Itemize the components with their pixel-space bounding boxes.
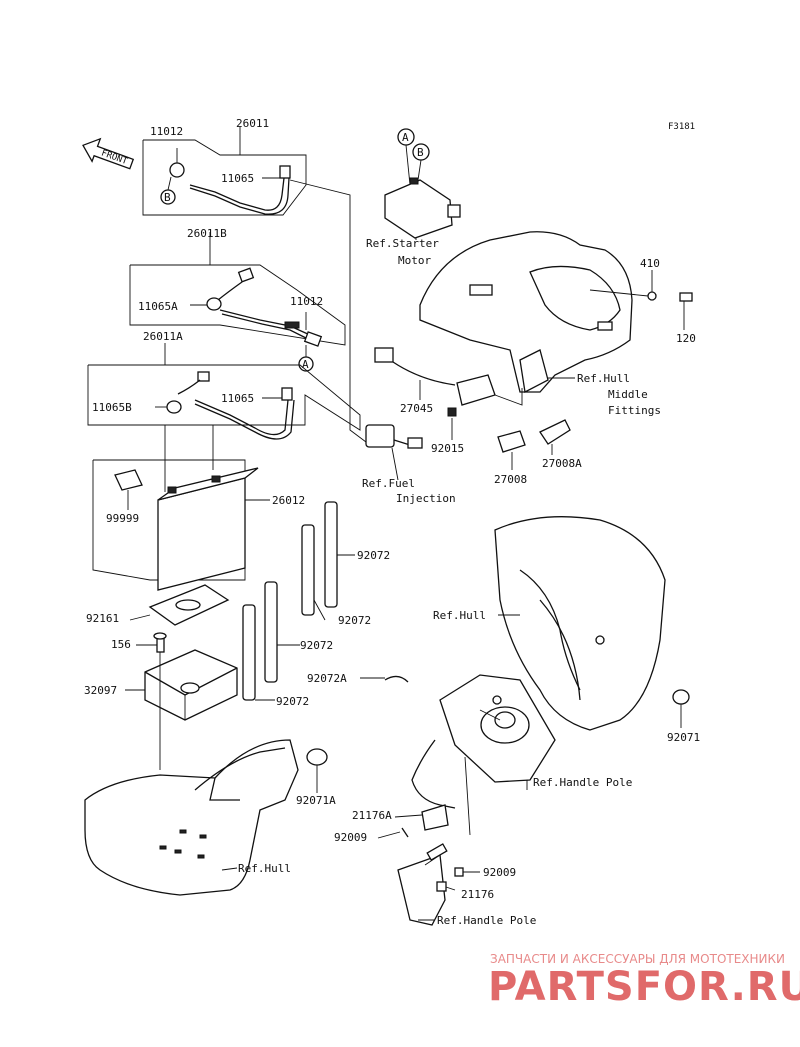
ref-starter-motor-1: Ref.Starter	[366, 237, 439, 250]
ref-fuel-injection-2: Injection	[396, 492, 456, 505]
label-27008: 27008	[494, 473, 527, 486]
label-92072-a: 92072	[357, 549, 390, 562]
starter-motor-group	[384, 128, 461, 240]
label-11065B: 11065B	[92, 401, 132, 414]
label-26011: 26011	[236, 117, 269, 130]
ref-handle-pole-1: Ref.Handle Pole	[533, 776, 632, 789]
label-26011A: 26011A	[143, 330, 183, 343]
label-92161: 92161	[86, 612, 119, 625]
label-11065-mid: 11065	[221, 392, 254, 405]
relays-group	[497, 419, 571, 470]
label-410: 410	[640, 257, 660, 270]
marker-b-top: B	[417, 146, 424, 159]
label-11065A: 11065A	[138, 300, 178, 313]
label-11012-top: 11012	[150, 125, 183, 138]
label-11065-top: 11065	[221, 172, 254, 185]
ref-fuel-injection-1: Ref.Fuel	[362, 477, 415, 490]
ref-hull-middle-1: Ref.Hull	[577, 372, 630, 385]
battery-case-group	[125, 584, 238, 770]
front-label: FRONT	[100, 148, 129, 167]
cable-26011-group	[142, 127, 307, 216]
hull-bottom-group	[84, 739, 328, 896]
label-92072A: 92072A	[307, 672, 347, 685]
label-32097: 32097	[84, 684, 117, 697]
fuel-injection-group	[365, 424, 423, 481]
regulator-group	[374, 347, 523, 440]
ref-hull-right: Ref.Hull	[433, 609, 486, 622]
straps-group	[242, 501, 409, 701]
label-99999: 99999	[106, 512, 139, 525]
hull-middle-group	[419, 231, 693, 393]
label-11012-mid: 11012	[290, 295, 323, 308]
ref-hull-middle-3: Fittings	[608, 404, 661, 417]
label-21176A: 21176A	[352, 809, 392, 822]
hull-right-group	[494, 516, 690, 731]
label-120: 120	[676, 332, 696, 345]
label-92072-c: 92072	[300, 639, 333, 652]
label-21176: 21176	[461, 888, 494, 901]
marker-a-mid: A	[302, 358, 309, 371]
handle-pole-group	[377, 674, 556, 926]
ref-hull-middle-2: Middle	[608, 388, 648, 401]
label-92009-a: 92009	[334, 831, 367, 844]
label-92072-d: 92072	[276, 695, 309, 708]
label-92015: 92015	[431, 442, 464, 455]
ref-starter-motor-2: Motor	[398, 254, 431, 267]
cable-26011A-group	[87, 343, 361, 440]
label-92009-b: 92009	[483, 866, 516, 879]
label-156: 156	[111, 638, 131, 651]
label-27045: 27045	[400, 402, 433, 415]
label-26011B: 26011B	[187, 227, 227, 240]
watermark-tagline: ЗАПЧАСТИ И АКСЕССУАРЫ ДЛЯ МОТОТЕХНИКИ	[490, 952, 785, 966]
label-92071: 92071	[667, 731, 700, 744]
label-92072-b: 92072	[338, 614, 371, 627]
front-arrow-icon: FRONT	[82, 137, 135, 170]
battery-group	[92, 425, 270, 591]
label-26012: 26012	[272, 494, 305, 507]
marker-a-top: A	[402, 131, 409, 144]
watermark-brand: PARTSFOR.RU	[488, 964, 800, 1010]
diagram-code: F3181	[668, 122, 695, 132]
label-92071A: 92071A	[296, 794, 336, 807]
ref-hull-bottom: Ref.Hull	[238, 862, 291, 875]
ref-handle-pole-2: Ref.Handle Pole	[437, 914, 536, 927]
label-27008A: 27008A	[542, 457, 582, 470]
leader-11065-fuel	[289, 179, 371, 446]
marker-b-left: B	[164, 191, 171, 204]
cable-26011B-group	[129, 232, 346, 372]
